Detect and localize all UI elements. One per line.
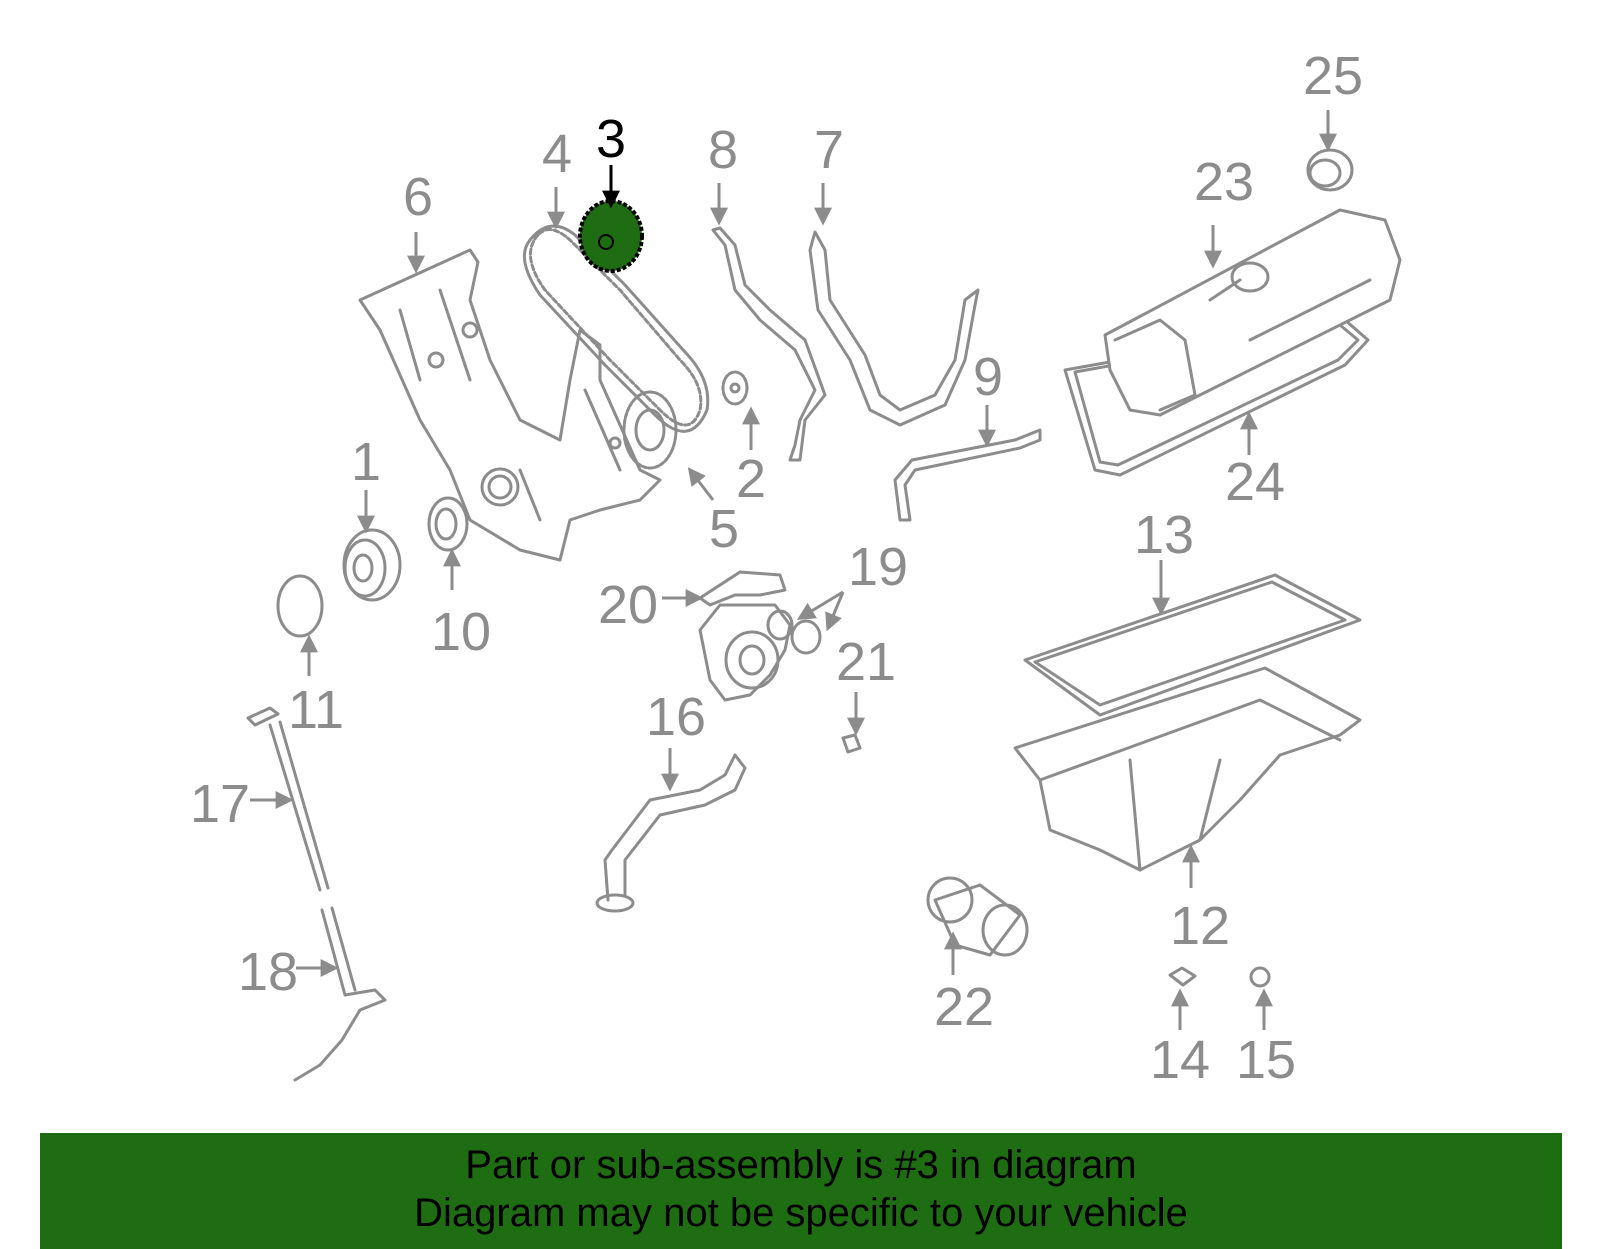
sprocket-part-3-highlighted[interactable] <box>578 199 644 273</box>
callout-11[interactable]: 11 <box>288 680 344 740</box>
callout-21[interactable]: 21 <box>836 632 896 692</box>
callout-18[interactable]: 18 <box>238 942 298 1002</box>
callout-6[interactable]: 6 <box>403 167 433 227</box>
banner-line-1: Part or sub-assembly is #3 in diagram <box>465 1143 1137 1187</box>
oil-pump-assembly[interactable] <box>698 603 794 702</box>
parts-diagram: 6 4 3 8 7 2 5 9 1 10 11 12 13 14 15 16 1… <box>190 46 1402 1090</box>
callout-12[interactable]: 12 <box>1170 896 1230 956</box>
gasket-part-20[interactable] <box>698 570 787 607</box>
sprocket-part-2[interactable] <box>721 370 749 406</box>
plug-part-21[interactable] <box>841 733 862 754</box>
seal-part-10[interactable] <box>427 496 469 552</box>
o-ring-part-19[interactable] <box>790 619 822 655</box>
callout-23[interactable]: 23 <box>1194 152 1254 212</box>
dipstick-tube-part-18[interactable] <box>293 906 387 1082</box>
callout-13[interactable]: 13 <box>1134 505 1194 565</box>
dipstick-part-17[interactable] <box>246 706 330 892</box>
banner-line-2: Diagram may not be specific to your vehi… <box>414 1191 1188 1235</box>
bolt-part-14[interactable] <box>1168 966 1197 987</box>
callout-19[interactable]: 19 <box>848 537 908 597</box>
pickup-tube-part-16[interactable] <box>595 753 747 913</box>
callout-arrows <box>250 110 1337 1030</box>
callout-2[interactable]: 2 <box>736 449 766 509</box>
callout-16[interactable]: 16 <box>646 687 706 747</box>
callout-9[interactable]: 9 <box>973 347 1003 407</box>
callout-22[interactable]: 22 <box>934 977 994 1037</box>
callout-1[interactable]: 1 <box>351 432 381 492</box>
callout-14[interactable]: 14 <box>1150 1030 1210 1090</box>
timing-chain-part-4[interactable] <box>522 224 710 433</box>
callout-15[interactable]: 15 <box>1236 1030 1296 1090</box>
oil-filter-part-22[interactable] <box>926 876 1029 957</box>
callout-25[interactable]: 25 <box>1303 46 1363 106</box>
callout-4[interactable]: 4 <box>542 124 572 184</box>
info-banner: Part or sub-assembly is #3 in diagram Di… <box>40 1133 1562 1249</box>
callout-10[interactable]: 10 <box>431 602 491 662</box>
callout-7[interactable]: 7 <box>814 120 844 180</box>
callout-5[interactable]: 5 <box>709 499 739 559</box>
callout-24[interactable]: 24 <box>1225 452 1285 512</box>
gasket-part-8[interactable] <box>711 226 827 462</box>
callout-8[interactable]: 8 <box>708 120 738 180</box>
callout-3[interactable]: 3 <box>596 109 626 169</box>
callout-labels: 6 4 3 8 7 2 5 9 1 10 11 12 13 14 15 16 1… <box>190 46 1363 1090</box>
crank-sprocket-part-5[interactable] <box>622 390 678 470</box>
callout-20[interactable]: 20 <box>598 575 658 635</box>
oil-pan-part-12[interactable] <box>1013 666 1362 872</box>
gasket-part-7[interactable] <box>808 230 980 427</box>
pulley-part-1[interactable] <box>342 528 402 602</box>
gasket-part-9[interactable] <box>893 428 1042 522</box>
pan-gasket-part-13[interactable] <box>1023 573 1362 717</box>
o-ring-part-11[interactable] <box>276 574 324 638</box>
nut-part-15[interactable] <box>1249 966 1271 988</box>
timing-cover-part-6[interactable] <box>358 248 662 562</box>
cap-part-25[interactable] <box>1306 148 1354 192</box>
callout-17[interactable]: 17 <box>190 774 250 834</box>
valve-cover-part-23[interactable] <box>1103 208 1402 417</box>
